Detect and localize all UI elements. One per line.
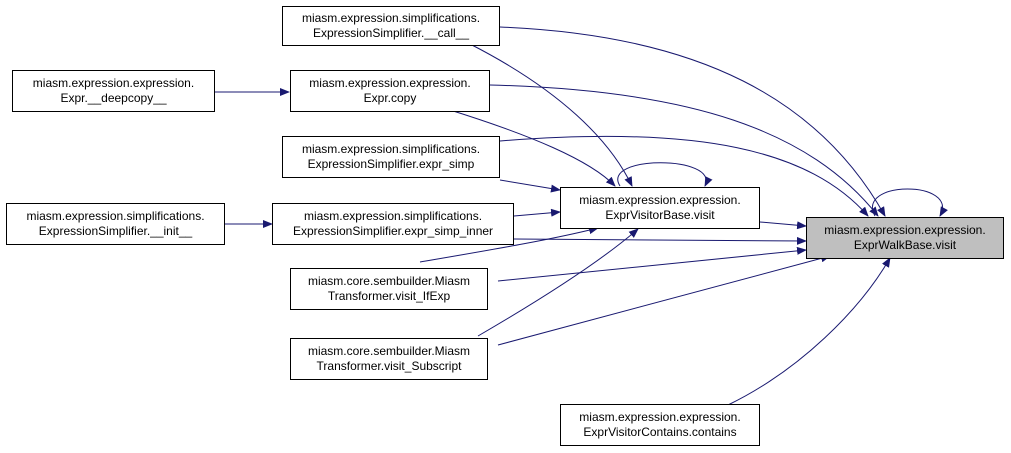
node-exprsimplifier-expr-simp-inner[interactable]: miasm.expression.simplifications. Expres… (272, 203, 514, 245)
edge-target-self-loop (872, 188, 948, 217)
node-exprvisitorcontains-contains[interactable]: miasm.expression.expression. ExprVisitor… (560, 404, 760, 446)
node-exprsimplifier-init[interactable]: miasm.expression.simplifications. Expres… (6, 203, 225, 245)
edge-inner-to-visitor (513, 208, 561, 217)
node-exprwalkbase-visit[interactable]: miasm.expression.expression. ExprWalkBas… (806, 217, 1004, 259)
node-exprvisitorbase-visit[interactable]: miasm.expression.expression. ExprVisitor… (560, 187, 760, 229)
edge-call-to-target (499, 26, 886, 217)
edge-ifexp-to-visitor (419, 226, 599, 263)
edge-visitor-to-target (759, 221, 807, 230)
node-transformer-visit-subscript[interactable]: miasm.core.sembuilder.Miasm Transformer.… (290, 338, 488, 380)
edge-exprsimp-to-target (499, 135, 869, 217)
node-exprsimplifier-expr-simp[interactable]: miasm.expression.simplifications. Expres… (282, 136, 500, 178)
node-expr-deepcopy[interactable]: miasm.expression.expression. Expr.__deep… (12, 70, 215, 112)
node-expr-copy[interactable]: miasm.expression.expression. Expr.copy (290, 70, 490, 112)
edge-copy-to-visitor (449, 109, 616, 187)
node-transformer-visit-ifexp[interactable]: miasm.core.sembuilder.Miasm Transformer.… (290, 268, 488, 310)
edge-exprsimp-to-visitor (499, 179, 561, 193)
edge-inner-to-target (513, 236, 807, 245)
edge-subscript-to-visitor (477, 228, 639, 337)
edge-subscript-to-target (497, 254, 831, 346)
edge-visitor-self-loop (617, 162, 713, 187)
edge-contains-to-target (727, 257, 891, 406)
edge-copy-to-target (489, 84, 879, 217)
edge-call-to-visitor (469, 43, 633, 187)
node-exprsimplifier-call[interactable]: miasm.expression.simplifications. Expres… (282, 6, 500, 46)
edge-ifexp-to-target (497, 246, 807, 282)
